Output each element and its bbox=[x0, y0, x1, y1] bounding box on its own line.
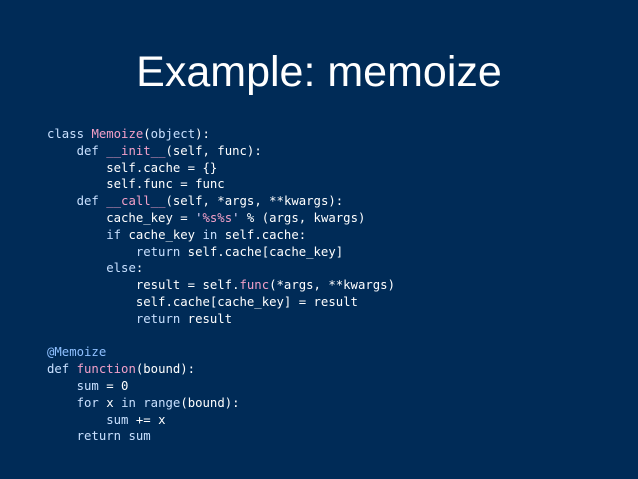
code-token: self.func = func bbox=[47, 177, 225, 192]
code-token bbox=[47, 261, 106, 275]
code-line: sum = 0 bbox=[47, 378, 627, 395]
code-token: range bbox=[143, 395, 181, 410]
code-line bbox=[47, 328, 627, 345]
code-line: cache_key = '%s%s' % (args, kwargs) bbox=[47, 210, 627, 227]
code-token: return bbox=[76, 429, 122, 444]
code-token: __init__ bbox=[106, 143, 166, 158]
code-line: return self.cache[cache_key] bbox=[47, 244, 627, 261]
code-line: def __call__(self, *args, **kwargs): bbox=[47, 193, 627, 210]
code-token: sum bbox=[76, 378, 99, 393]
code-line: return result bbox=[47, 311, 627, 328]
code-token: cache_key bbox=[121, 227, 203, 242]
code-token: func bbox=[239, 278, 270, 293]
code-token bbox=[47, 379, 77, 393]
code-token bbox=[47, 245, 136, 259]
code-line: def function(bound): bbox=[47, 361, 627, 378]
code-token: self.cache = {} bbox=[47, 160, 218, 175]
code-token: @Memoize bbox=[47, 345, 107, 360]
code-token bbox=[47, 396, 77, 410]
code-token: return bbox=[135, 311, 181, 326]
code-token: : bbox=[135, 261, 144, 276]
code-token: (*args, **kwargs) bbox=[269, 278, 395, 293]
code-token: result = self. bbox=[47, 278, 240, 293]
code-line: def __init__(self, func): bbox=[47, 143, 627, 160]
code-token: in bbox=[121, 395, 136, 410]
code-token: self.cache[cache_key] bbox=[180, 244, 344, 259]
code-token: ): bbox=[195, 127, 210, 141]
code-line: else: bbox=[47, 260, 627, 277]
code-token bbox=[47, 144, 77, 158]
code-token: ' bbox=[232, 210, 240, 225]
code-block: class Memoize(object): def __init__(self… bbox=[47, 126, 627, 445]
code-token: += x bbox=[128, 412, 166, 427]
code-token: return bbox=[135, 244, 181, 259]
code-token: def bbox=[76, 143, 99, 158]
code-token bbox=[47, 228, 106, 242]
code-line: self.func = func bbox=[47, 176, 627, 193]
code-token: sum bbox=[106, 412, 129, 427]
code-token: for bbox=[76, 395, 99, 410]
code-token: (bound): bbox=[135, 362, 196, 377]
code-token: result bbox=[180, 311, 233, 326]
code-token: Memoize bbox=[91, 127, 144, 141]
code-token: cache_key = bbox=[47, 210, 196, 225]
code-token: ' bbox=[195, 210, 203, 225]
code-line: if cache_key in self.cache: bbox=[47, 227, 627, 244]
code-token: sum bbox=[128, 429, 151, 444]
code-line: for x in range(bound): bbox=[47, 395, 627, 412]
code-token: function bbox=[76, 362, 136, 377]
code-line: class Memoize(object): bbox=[47, 126, 627, 143]
code-token: self.cache: bbox=[217, 227, 307, 242]
code-token: in bbox=[202, 227, 218, 242]
code-token: self.cache[cache_key] = result bbox=[47, 294, 358, 309]
code-token: object bbox=[150, 127, 196, 141]
code-line: self.cache[cache_key] = result bbox=[47, 294, 627, 311]
code-token: % (args, kwargs) bbox=[239, 210, 366, 225]
code-token: (self, *args, **kwargs): bbox=[165, 194, 344, 209]
code-token: (bound): bbox=[180, 395, 240, 410]
code-token bbox=[47, 429, 77, 443]
code-token: __call__ bbox=[106, 194, 166, 209]
code-token: ( bbox=[143, 127, 151, 141]
slide-title: Example: memoize bbox=[136, 48, 502, 96]
code-token: def bbox=[47, 362, 70, 377]
code-token bbox=[47, 413, 106, 427]
code-token: class bbox=[47, 127, 85, 141]
code-line: result = self.func(*args, **kwargs) bbox=[47, 277, 627, 294]
code-token: if bbox=[106, 227, 122, 242]
code-line: self.cache = {} bbox=[47, 160, 627, 177]
code-token bbox=[69, 362, 76, 376]
code-token: (self, func): bbox=[165, 143, 262, 158]
code-line: @Memoize bbox=[47, 344, 627, 361]
code-line: sum += x bbox=[47, 412, 627, 429]
code-line: return sum bbox=[47, 428, 627, 445]
code-token: def bbox=[76, 194, 99, 209]
code-token: else bbox=[106, 261, 136, 276]
code-token: %s%s bbox=[202, 210, 233, 225]
code-token bbox=[47, 312, 136, 326]
code-token: = 0 bbox=[98, 378, 129, 393]
code-token: x bbox=[98, 395, 122, 410]
code-token bbox=[47, 194, 77, 208]
